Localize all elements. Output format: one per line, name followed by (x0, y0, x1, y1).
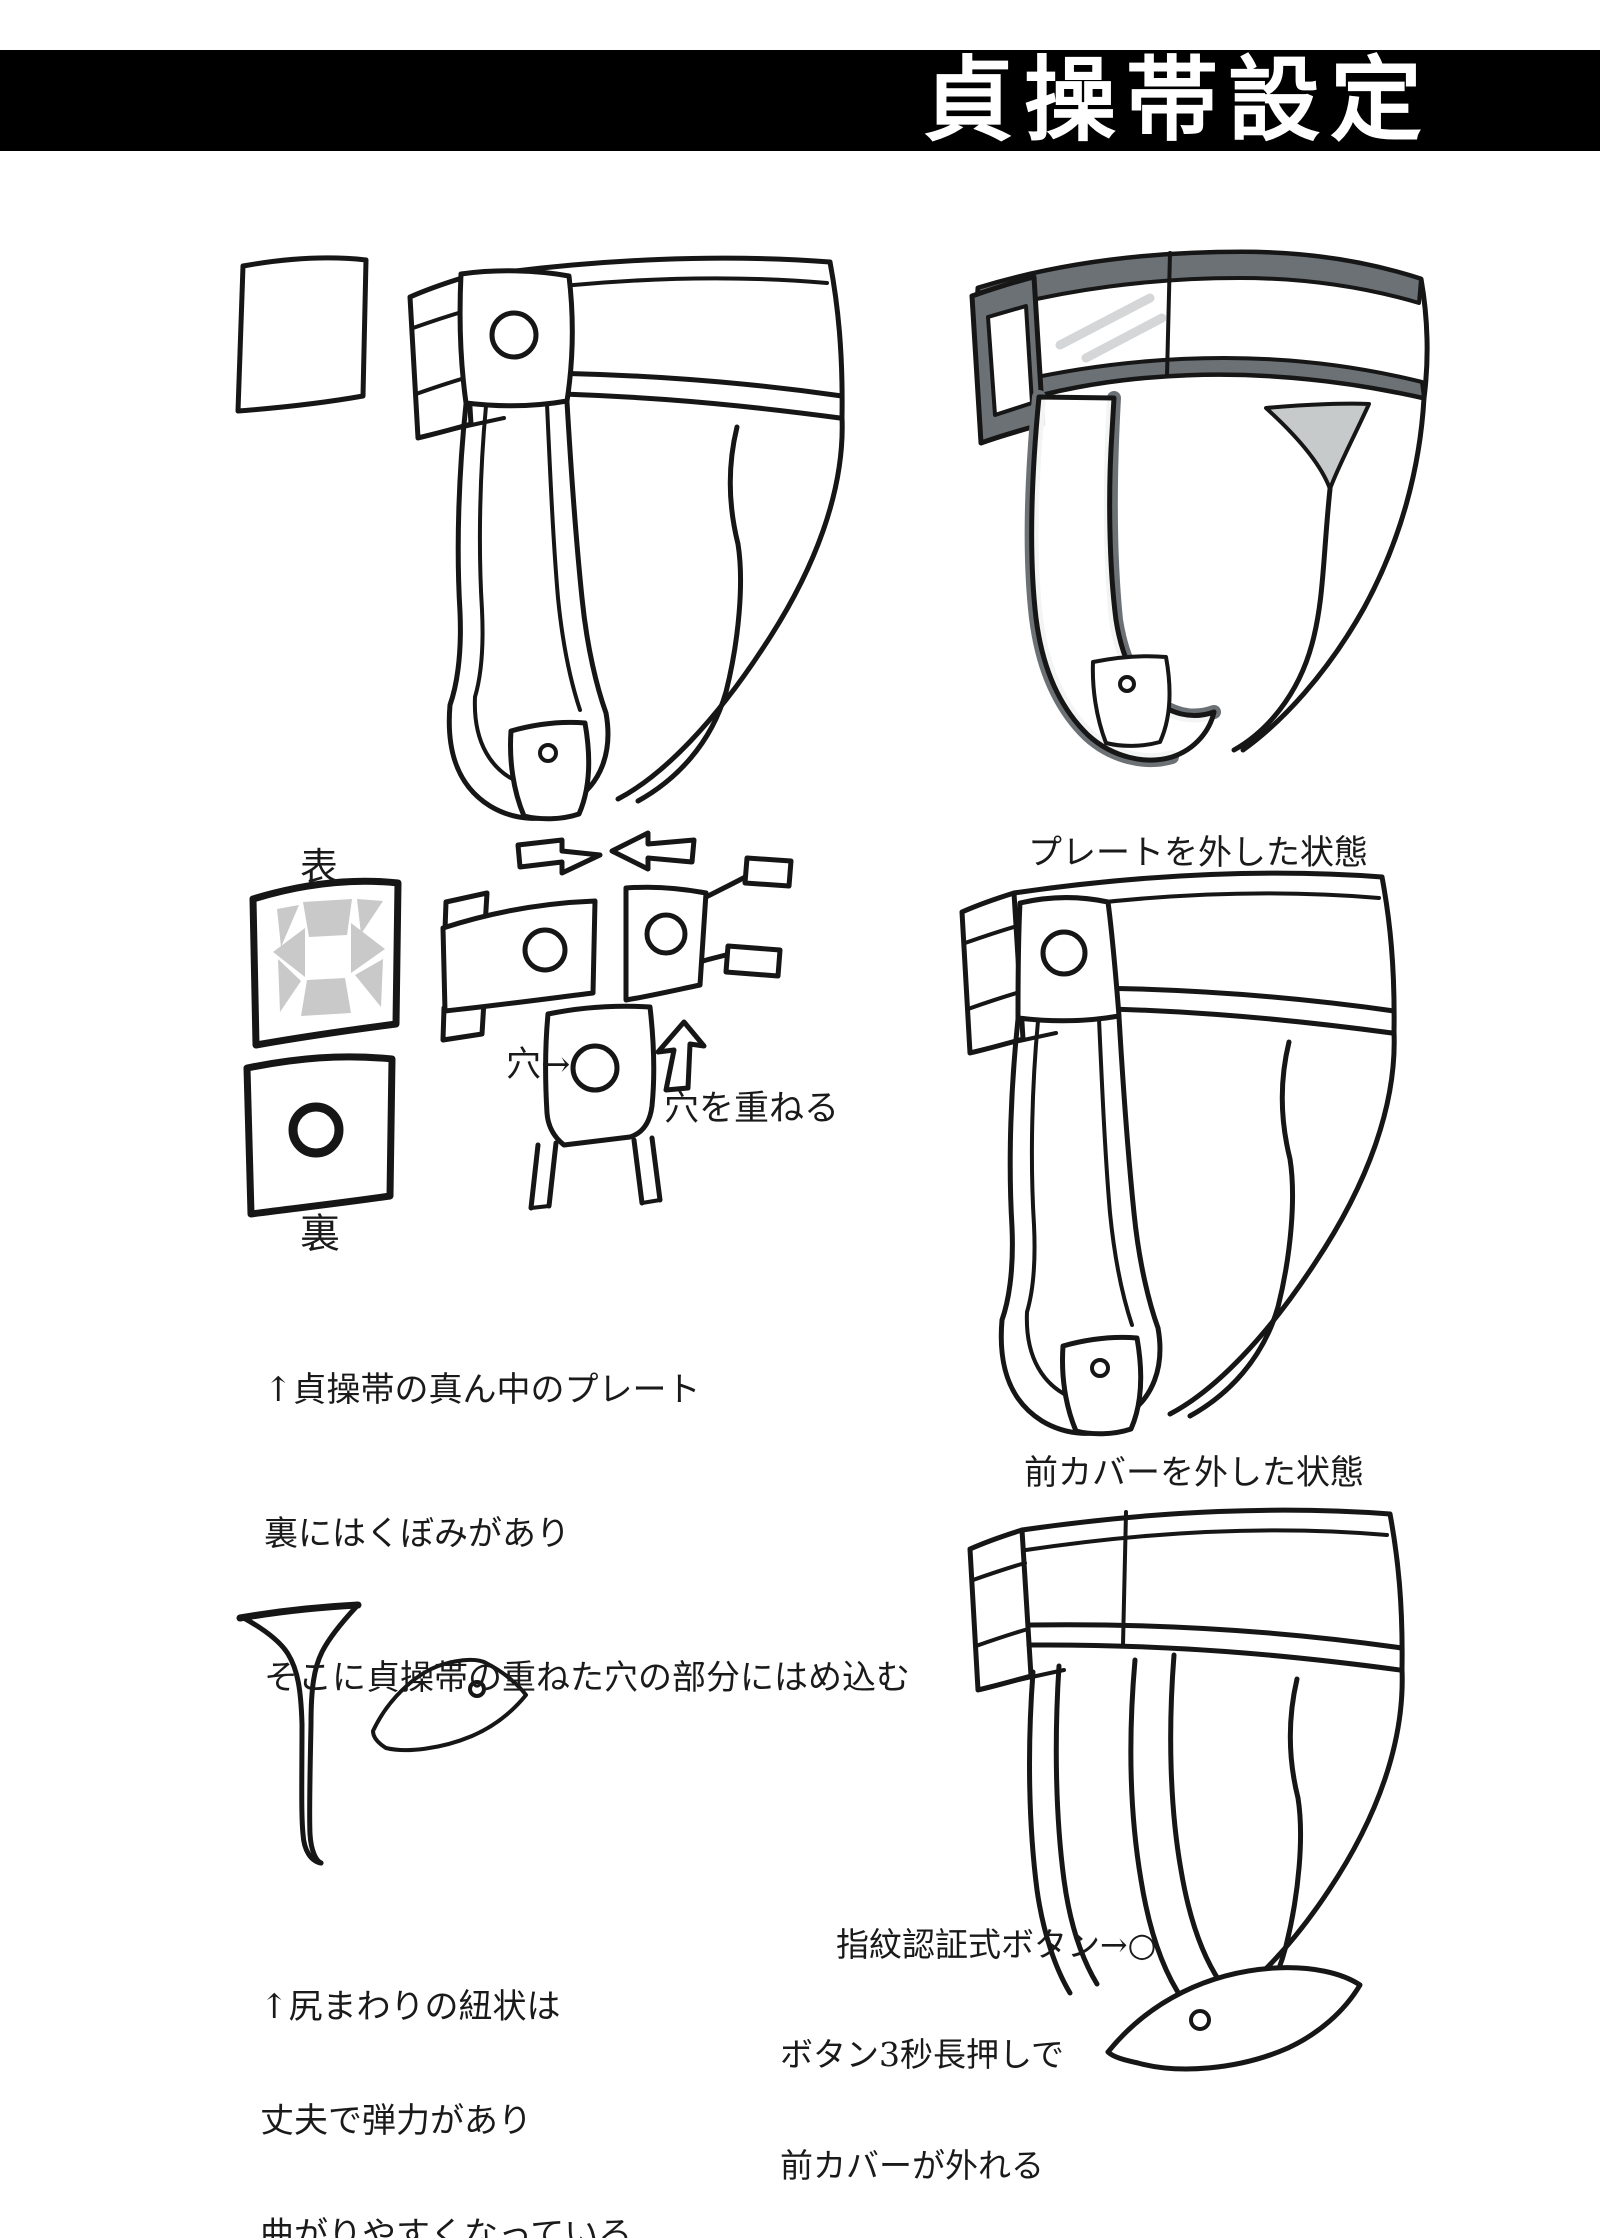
arrow-right-icon (515, 837, 603, 876)
rear-straps (1027, 1652, 1223, 2003)
strap-note: ↑尻まわりの紐状は 丈夫で弾力があり 曲がりやすくなっている (260, 1912, 632, 2238)
plate-exploded-diagram (243, 830, 794, 1218)
overlap-hole-note: 穴を重ねる (664, 1089, 840, 1129)
title-banner: 貞操帯設定 (0, 50, 1600, 151)
belt-assembled-line-art (235, 255, 842, 819)
hole-label: 穴→ (506, 1045, 571, 1085)
back-side-label: 裏 (300, 1211, 340, 1257)
plate-removed-caption: プレートを外した状態 (1028, 833, 1368, 873)
page-title: 貞操帯設定 (921, 46, 1432, 154)
front-plate-checkered (249, 877, 402, 1049)
right-half-plate (623, 855, 794, 1003)
plate-note: ↑貞操帯の真ん中のプレート 裏にはくぼみがあり そこに貞操帯の重ねた穴の部分には… (264, 1270, 910, 1798)
front-cover-piece (236, 1601, 528, 1866)
left-half-plate (440, 890, 598, 1043)
arrow-up-icon (655, 1019, 707, 1093)
fingerprint-button-label: 指紋認証式ボタン→○ (836, 1925, 1157, 1964)
rear-flap (1105, 1965, 1363, 2072)
cover-removed-caption: 前カバーを外した状態 (1024, 1453, 1364, 1493)
plate-note-line1: ↑貞操帯の真ん中のプレート (264, 1370, 701, 1410)
plate-note-line2: 裏にはくぼみがあり (264, 1514, 570, 1554)
front-side-label: 表 (300, 845, 339, 889)
strap-note-line2: 丈夫で弾力があり (260, 2101, 532, 2141)
strap-note-line1: ↑尻まわりの紐状は (260, 1987, 561, 2027)
lower-plate (528, 1003, 663, 1211)
cover-note-line2: 前カバーが外れる (780, 2146, 1044, 2185)
arrow-left-icon (609, 830, 697, 872)
cover-release-note: ボタン3秒長押しで 前カバーが外れる （トイレなどのため） (780, 1962, 1110, 2238)
back-plate (243, 1053, 396, 1218)
belt-front-cover-removed (970, 1510, 1405, 2072)
plate-note-line3: そこに貞操帯の重ねた穴の部分にはめ込む (264, 1658, 910, 1698)
cover-note-line1: ボタン3秒長押しで (780, 2035, 1065, 2074)
belt-assembled-shaded (969, 249, 1430, 767)
strap-note-line3: 曲がりやすくなっている (260, 2215, 633, 2238)
belt-plate-removed (962, 873, 1394, 1434)
loose-plate (235, 255, 369, 414)
